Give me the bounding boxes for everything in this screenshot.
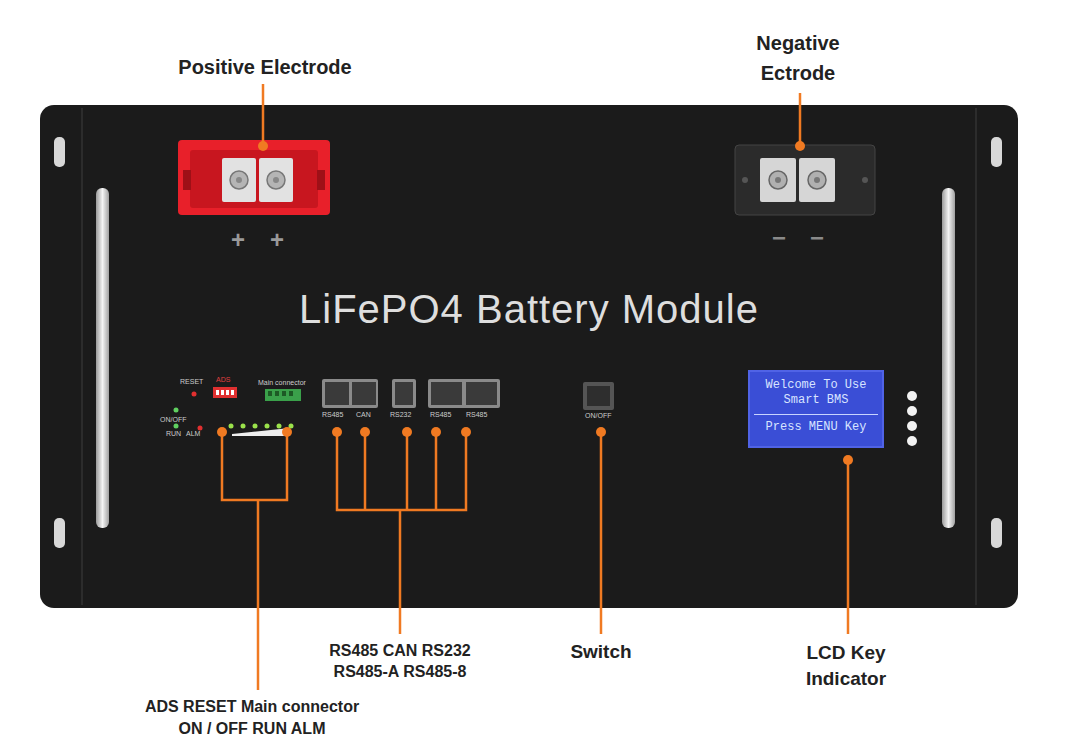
positive-terminal	[178, 140, 330, 215]
polarity-mark: +	[267, 226, 287, 254]
handle	[942, 188, 955, 528]
lcd-screen: Welcome To Use Smart BMS Press MENU Key	[748, 370, 884, 448]
lcd-text: Press MENU Key	[754, 414, 878, 435]
indicator-name: RUN	[166, 430, 181, 438]
panel-edge	[975, 108, 977, 605]
lcd-text: Welcome To Use Smart BMS	[756, 378, 876, 408]
communication-ports	[322, 379, 500, 408]
indicator-name: ALM	[186, 430, 200, 438]
switch-name: ON/OFF	[585, 412, 611, 420]
lcd-buttons	[907, 391, 917, 446]
polarity-mark: +	[228, 226, 248, 254]
mount-slot	[54, 137, 65, 167]
port-name: CAN	[356, 411, 371, 419]
port-name: RS485	[322, 411, 343, 419]
mount-slot	[991, 137, 1002, 167]
port-name: ADS	[216, 376, 230, 384]
callout-label: RS485 CAN RS232 RS485-A RS485-8	[311, 640, 489, 682]
polarity-mark: −	[769, 224, 789, 252]
callout-label: Positive Electrode	[145, 54, 385, 80]
panel-edge	[81, 108, 83, 605]
callout-label: Switch	[551, 640, 651, 664]
port-name: RS485	[430, 411, 451, 419]
handle	[96, 188, 109, 528]
port-name: RS232	[390, 411, 411, 419]
port-name: RESET	[180, 378, 203, 386]
indicator-name: ON/OFF	[160, 416, 186, 424]
power-switch	[583, 382, 614, 410]
port-name: Main connector	[258, 379, 306, 387]
negative-terminal	[735, 145, 875, 215]
control-area	[174, 387, 302, 436]
battery-panel: Welcome To Use Smart BMS Press MENU Key Li…	[40, 105, 1018, 608]
callout-label: ADS RESET Main connector ON / OFF RUN AL…	[138, 696, 366, 740]
port-name: RS485	[466, 411, 487, 419]
callout-label: LCD Key Indicator	[780, 640, 912, 692]
callout-label: Negative Ectrode	[736, 28, 860, 88]
panel-title: LiFePO4 Battery Module	[40, 287, 1018, 332]
battery-housing	[40, 105, 1018, 608]
polarity-mark: −	[807, 224, 827, 252]
mount-slot	[54, 518, 65, 548]
mount-slot	[991, 518, 1002, 548]
